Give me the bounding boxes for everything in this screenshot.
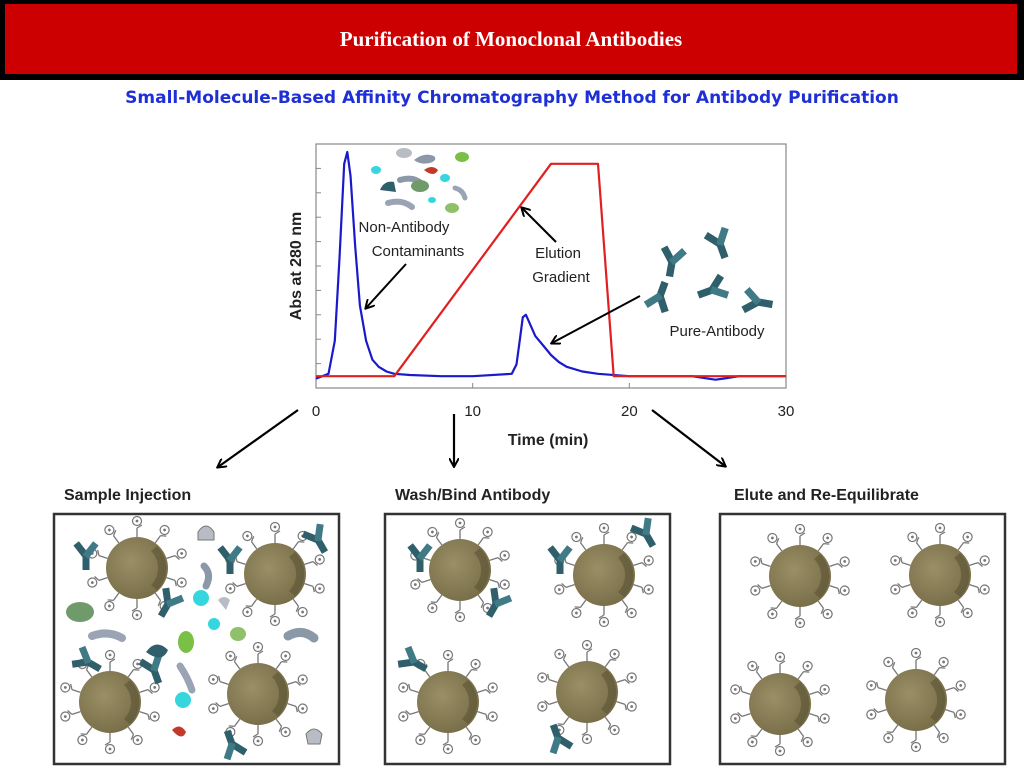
panel-label-wash-bind: Wash/Bind Antibody (395, 487, 550, 504)
contaminants-label-line1: Non-Antibody (359, 219, 450, 236)
x-tick-label: 30 (778, 403, 795, 420)
arrow-to-sample-injection (218, 409, 299, 467)
arrow-to-elute (651, 409, 725, 466)
contaminants-arrow (366, 263, 407, 308)
panel-label-elute: Elute and Re-Equilibrate (734, 487, 919, 504)
pure-antibody-arrow (552, 295, 641, 343)
chart-series (315, 150, 786, 381)
contaminants-label-line2: Contaminants (372, 243, 465, 260)
contaminant-cluster (371, 148, 469, 213)
panel-elute (718, 512, 1007, 766)
panel-sample-injection (52, 512, 341, 766)
x-tick-label: 0 (312, 403, 320, 420)
slide-title: Purification of Monoclonal Antibodies (339, 26, 683, 51)
panel-wash-bind (383, 512, 672, 766)
title-bar: Purification of Monoclonal Antibodies (0, 0, 1024, 80)
pure-antibody-label: Pure-Antibody (669, 323, 765, 340)
x-tick-label: 10 (464, 403, 481, 420)
x-axis-ticks: 0 10 20 30 (312, 383, 795, 420)
slide-subtitle: Small-Molecule-Based Affinity Chromatogr… (125, 88, 899, 108)
gradient-arrow (522, 208, 557, 243)
y-axis-ticks (316, 167, 321, 365)
y-axis-label: Abs at 280 nm (288, 212, 305, 320)
x-axis-label: Time (min) (508, 432, 589, 449)
chart-series-line-1 (316, 162, 786, 378)
title-banner: Purification of Monoclonal Antibodies (5, 4, 1017, 74)
chart-plot-area (315, 143, 787, 389)
purification-figure: 0 10 20 30 Time (min) Abs at 280 nm Non-Ant… (52, 143, 1007, 766)
panel-label-sample-injection: Sample Injection (64, 487, 191, 504)
gradient-label-line2: Gradient (532, 269, 590, 286)
gradient-label-line1: Elution (535, 245, 581, 262)
x-tick-label: 20 (621, 403, 638, 420)
